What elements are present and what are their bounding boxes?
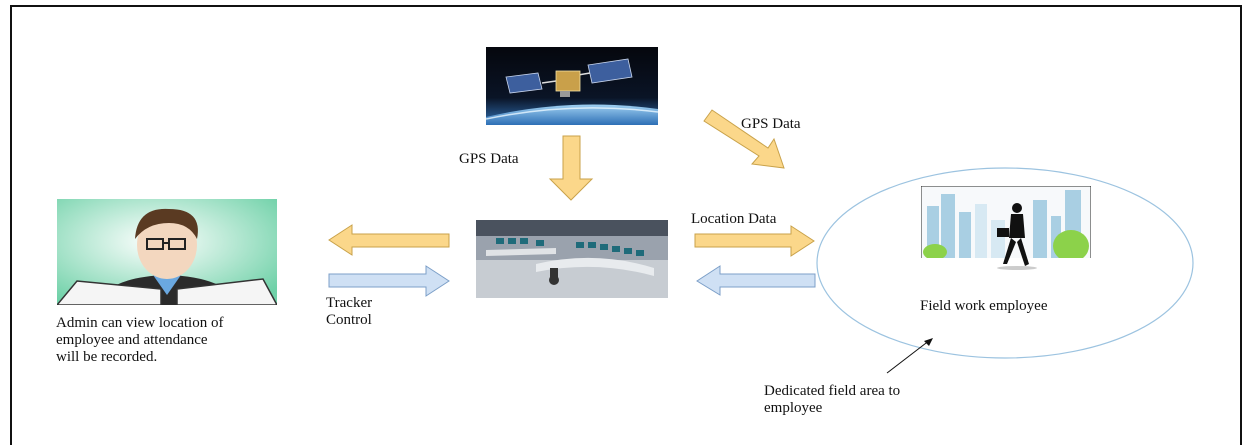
gps-data-label-right: GPS Data [741,116,801,132]
location-data-label: Location Data [691,211,777,227]
admin-image [57,199,277,305]
field-to-control-arrow [696,265,816,296]
field-area-circle [816,167,1194,359]
field-employee-caption: Field work employee [920,298,1048,314]
satellite-image [486,47,658,125]
tracker-control-arrow [328,265,450,297]
diagram-frame [10,5,1242,445]
location-to-admin-arrow [328,224,450,256]
control-room-image [476,220,668,298]
tracker-control-label: Tracker Control [326,295,373,328]
field-area-pointer-line [886,339,931,374]
field-area-pointer-head [924,338,933,346]
location-data-arrow [694,225,815,257]
admin-caption: Admin can view location of employee and … [56,315,224,365]
gps-down-arrow [548,135,594,201]
field-worker-image [921,186,1091,289]
gps-diagonal-arrow [703,109,785,169]
gps-data-label-top: GPS Data [459,151,519,167]
field-area-caption: Dedicated field area to employee [764,383,901,416]
diagram-connectors [328,109,1194,374]
